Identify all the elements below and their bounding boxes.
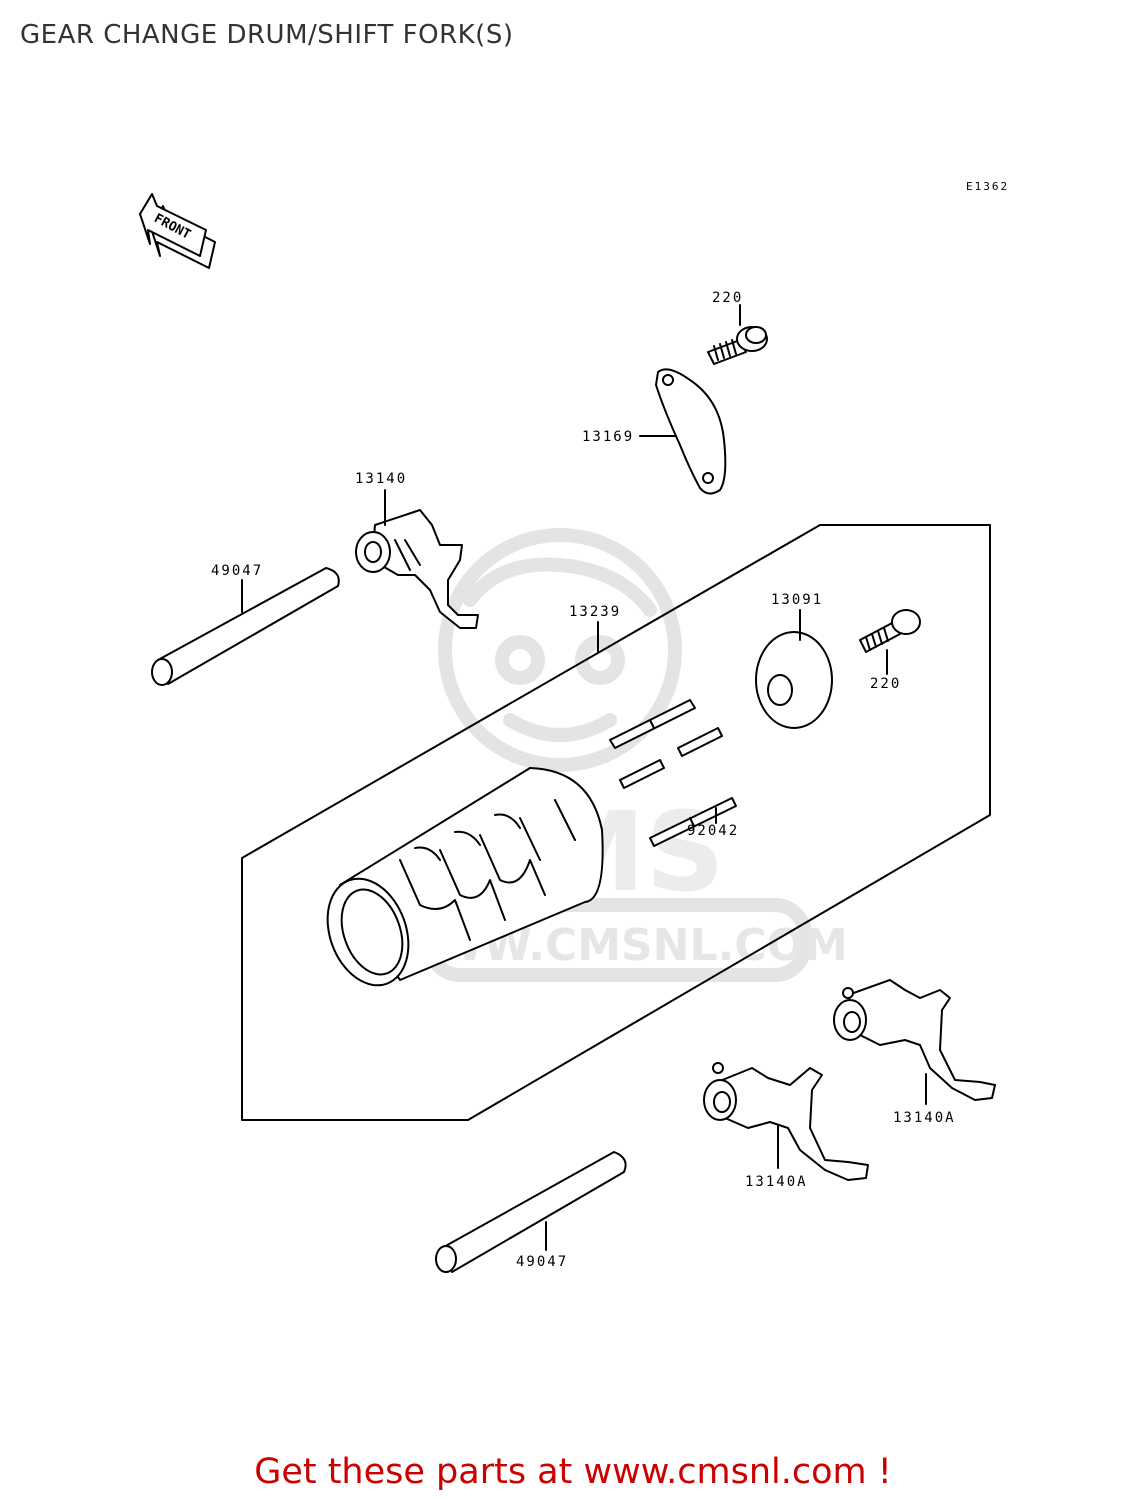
stopper-plate <box>655 368 727 495</box>
front-arrow-icon: FRONT <box>139 193 216 269</box>
label-fork-lower: 13140A <box>745 1174 808 1190</box>
diagram-code: E1362 <box>966 180 1009 193</box>
label-fork-right: 13140A <box>893 1110 956 1126</box>
shift-rod-lower <box>435 1151 627 1273</box>
bolt-right <box>859 609 921 653</box>
shift-drum <box>326 767 604 987</box>
label-bolt-top: 220 <box>712 290 743 306</box>
label-drum: 13239 <box>569 604 621 620</box>
drum-group-outline <box>241 524 991 1121</box>
label-shaft-lower: 49047 <box>516 1254 568 1270</box>
label-pins: 92042 <box>687 823 739 839</box>
bolt-top <box>707 326 768 365</box>
label-plate: 13169 <box>582 429 634 445</box>
label-cam: 13091 <box>771 592 823 608</box>
page-title: GEAR CHANGE DRUM/SHIFT FORK(S) <box>20 20 514 50</box>
shift-drum-cam <box>755 631 833 729</box>
label-shaft-upper: 49047 <box>211 563 263 579</box>
shift-fork-lower <box>703 1062 869 1181</box>
footer-link[interactable]: Get these parts at www.cmsnl.com ! <box>254 1452 892 1492</box>
label-bolt-right: 220 <box>870 676 901 692</box>
drum-pins <box>609 699 737 847</box>
label-fork-upper: 13140 <box>355 471 407 487</box>
shift-fork-upper <box>355 509 479 629</box>
shift-fork-right <box>833 979 996 1101</box>
shift-rod-upper <box>151 567 340 686</box>
